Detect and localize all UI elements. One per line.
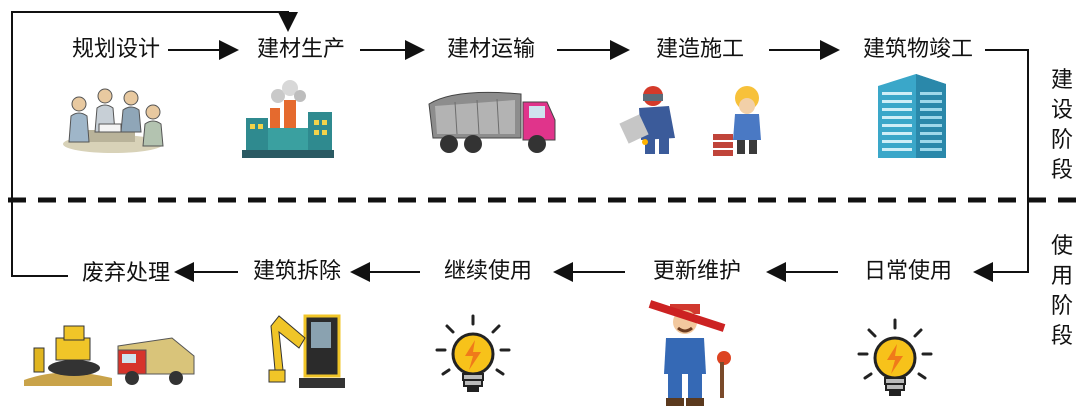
node-construction: 建造施工 <box>655 37 744 62</box>
node-maintenance: 更新维护 <box>652 259 741 284</box>
excavator-icon <box>268 314 345 388</box>
node-completion: 建筑物竣工 <box>862 37 973 62</box>
factory-icon <box>242 80 334 158</box>
arrow-loop-back <box>11 11 298 277</box>
node-material-transport: 建材运输 <box>446 37 535 62</box>
node-continued-use: 继续使用 <box>443 259 532 284</box>
workers-icon <box>619 86 761 156</box>
people-meeting-icon <box>63 88 164 153</box>
node-demolition: 建筑拆除 <box>252 259 341 284</box>
node-disposal: 废弃处理 <box>81 261 170 286</box>
construction-phase-label: 建 设 阶 段 <box>1050 68 1073 183</box>
usage-phase-label: 使 用 阶 段 <box>1050 234 1073 349</box>
lightbulb-icon <box>857 318 933 396</box>
lightbulb-icon <box>435 314 511 392</box>
node-planning-design: 规划设计 <box>71 37 160 62</box>
truck-icon <box>428 91 556 153</box>
bulldozer-dumptruck-icon <box>24 325 195 386</box>
building-icon <box>878 74 946 158</box>
node-daily-use: 日常使用 <box>863 259 952 284</box>
node-material-production: 建材生产 <box>256 37 345 62</box>
arrow-complete-to-daily <box>973 49 1029 282</box>
plumber-icon <box>648 300 731 406</box>
